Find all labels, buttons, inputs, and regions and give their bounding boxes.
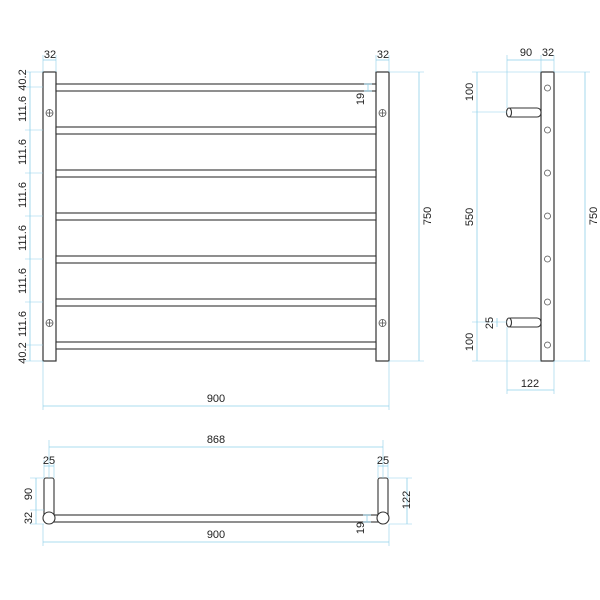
- right-end-cap: [376, 511, 390, 525]
- side-view: 90 32 100 550 100 25 750 122: [464, 47, 600, 394]
- overall-width-label: 900: [207, 393, 225, 405]
- top-overall-depth-label: 122: [401, 491, 413, 509]
- bottom-offset-label: 100: [464, 333, 476, 351]
- front-view: 32 32 40.2 111.6 111.6 111.6 111.6 111.6…: [17, 49, 434, 410]
- front-bar: [55, 255, 377, 264]
- top-view: 868 25 25 90 32 122 19 900: [23, 434, 413, 546]
- bracket-left-label: 25: [43, 455, 55, 467]
- left-end-cap: [42, 511, 56, 525]
- mounting-hole-icon: [45, 109, 387, 327]
- projection-label: 90: [520, 47, 532, 59]
- top-bar-diameter-label: 19: [355, 522, 367, 534]
- post-width-left-label: 32: [44, 49, 56, 61]
- side-post-width-label: 32: [542, 47, 554, 59]
- spacing-label: 111.6: [17, 182, 29, 208]
- spacing-label: 111.6: [17, 225, 29, 251]
- spacing-label: 111.6: [17, 96, 29, 122]
- front-bars: [55, 83, 377, 350]
- mounting-hole-icon: [544, 84, 551, 349]
- depth-inner-label: 90: [23, 488, 35, 500]
- front-bar: [55, 298, 377, 307]
- spacing-label: 111.6: [17, 139, 29, 165]
- bracket-right-label: 25: [377, 455, 389, 467]
- bracket-diameter-label: 25: [484, 317, 496, 329]
- top-offset-label: 100: [464, 83, 476, 101]
- gap-top-label: 40.2: [17, 69, 29, 90]
- overall-depth-label: 122: [521, 378, 539, 390]
- front-bar: [55, 83, 377, 92]
- side-overall-height-label: 750: [588, 207, 600, 225]
- post-width-right-label: 32: [377, 49, 389, 61]
- spacing-label: 111.6: [17, 311, 29, 337]
- post-depth-label: 32: [23, 512, 35, 524]
- front-bar: [55, 126, 377, 135]
- top-overall-width-label: 900: [207, 529, 225, 541]
- spacing-label: 111.6: [17, 268, 29, 294]
- bar-diameter-label: 19: [355, 93, 367, 105]
- top-bracket: [506, 107, 542, 118]
- gap-bottom-label: 40.2: [17, 342, 29, 363]
- front-bar: [55, 341, 377, 350]
- front-bar: [55, 212, 377, 221]
- side-post: [540, 71, 555, 362]
- inner-width-label: 868: [207, 434, 225, 446]
- bracket-spacing-label: 550: [464, 208, 476, 226]
- front-bar: [55, 169, 377, 178]
- overall-height-label: 750: [422, 207, 434, 225]
- bottom-bracket: [506, 317, 542, 328]
- top-bar: [48, 514, 384, 523]
